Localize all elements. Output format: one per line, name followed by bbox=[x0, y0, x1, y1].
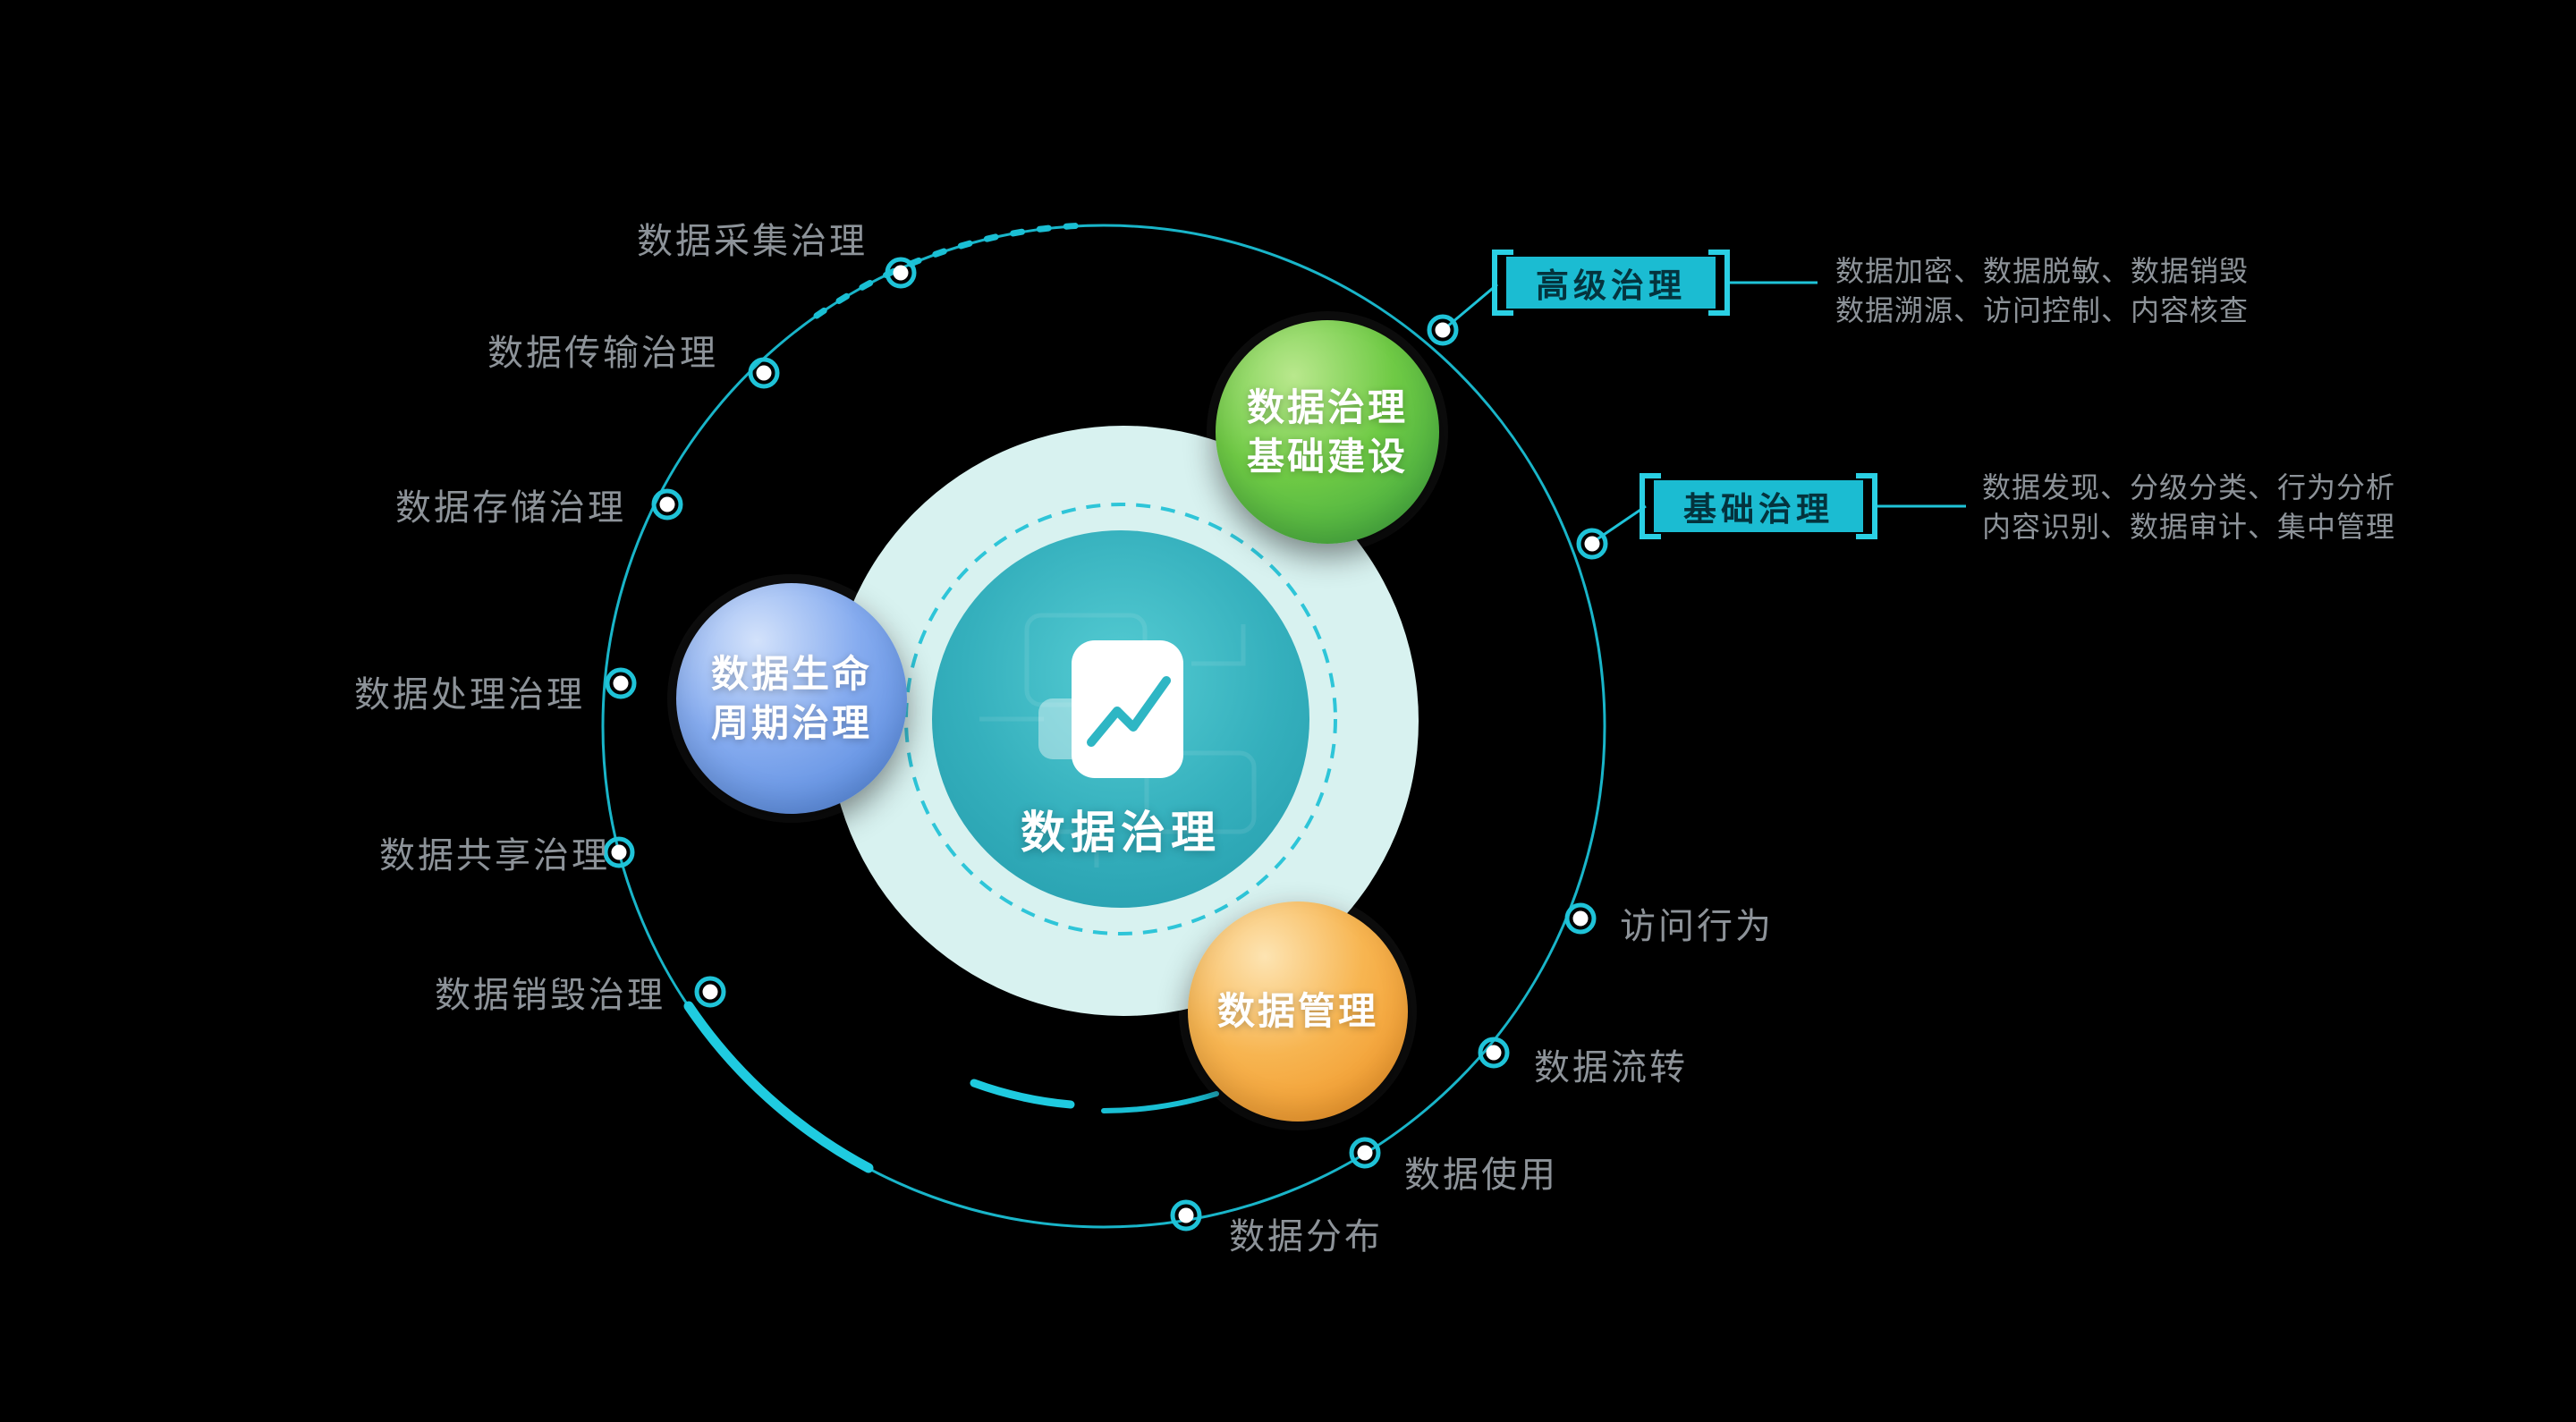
inner-arc-1 bbox=[970, 1079, 1075, 1109]
callout-advanced-label: 高级治理 bbox=[1506, 257, 1716, 309]
bubble-lifecycle-line1: 数据生命 bbox=[710, 652, 872, 695]
bubble-lifecycle-line2: 周期治理 bbox=[710, 702, 872, 744]
outer-ring-arc bbox=[683, 1001, 874, 1173]
node-dot bbox=[603, 836, 635, 868]
orbit-label-access: 访问行为 bbox=[1620, 907, 1774, 946]
node-dot bbox=[885, 257, 917, 289]
node-dot bbox=[694, 976, 726, 1008]
bubble-management: 数据管理 bbox=[1188, 901, 1408, 1122]
bubble-management-line1: 数据管理 bbox=[1216, 990, 1378, 1033]
callout-box-basic: 基础治理 bbox=[1640, 473, 1877, 539]
orbit-label-destruction: 数据销毁治理 bbox=[435, 976, 665, 1015]
orbit-label-transmission: 数据传输治理 bbox=[487, 334, 718, 373]
callout-box-advanced: 高级治理 bbox=[1492, 250, 1730, 316]
callout-basic-label: 基础治理 bbox=[1654, 480, 1863, 532]
bubble-infrastructure-line1: 数据治理 bbox=[1246, 385, 1408, 428]
node-dot bbox=[1349, 1137, 1381, 1169]
node-dot bbox=[748, 357, 780, 389]
callout-advanced-desc-line1: 数据加密、数据脱敏、数据销毁 bbox=[1835, 255, 2250, 287]
outer-ring bbox=[601, 224, 1606, 1229]
node-dot bbox=[1478, 1037, 1510, 1069]
dashed-ring bbox=[904, 503, 1337, 935]
bracket-left-icon bbox=[1640, 473, 1661, 539]
node-dot bbox=[651, 488, 683, 521]
outer-ring-dashes bbox=[813, 222, 1089, 319]
bubble-infrastructure-line2: 基础建设 bbox=[1246, 436, 1408, 478]
node-dot bbox=[1576, 528, 1608, 560]
orbit-label-collection: 数据采集治理 bbox=[637, 222, 868, 261]
callout-basic-desc-line1: 数据发现、分级分类、行为分析 bbox=[1982, 471, 2396, 504]
node-dot bbox=[1170, 1199, 1202, 1232]
line-chart-document-icon bbox=[1038, 640, 1183, 778]
orbit-label-usage: 数据使用 bbox=[1404, 1155, 1558, 1195]
orbit-label-distribution: 数据分布 bbox=[1229, 1217, 1383, 1257]
node-dot bbox=[605, 667, 637, 699]
bubble-lifecycle: 数据生命 周期治理 bbox=[676, 583, 907, 814]
node-dot bbox=[1427, 314, 1459, 346]
node-dot bbox=[1564, 902, 1597, 935]
callout-advanced-desc: 数据加密、数据脱敏、数据销毁 数据溯源、访问控制、内容核查 bbox=[1835, 251, 2249, 330]
orbit-label-processing: 数据处理治理 bbox=[354, 675, 585, 715]
bracket-left-icon bbox=[1492, 250, 1513, 316]
orbit-label-storage: 数据存储治理 bbox=[395, 488, 626, 528]
center-title: 数据治理 bbox=[1021, 808, 1221, 858]
bracket-right-icon bbox=[1708, 250, 1730, 316]
callout-basic-desc-line2: 内容识别、数据审计、集中管理 bbox=[1982, 511, 2396, 543]
orbit-nodes bbox=[603, 257, 1608, 1232]
orbit-label-flow: 数据流转 bbox=[1534, 1048, 1688, 1088]
orbit-label-sharing: 数据共享治理 bbox=[379, 836, 610, 876]
inner-arc-2 bbox=[1101, 1091, 1219, 1113]
bubble-infrastructure: 数据治理 基础建设 bbox=[1216, 320, 1439, 544]
callout-advanced-desc-line2: 数据溯源、访问控制、内容核查 bbox=[1835, 294, 2250, 326]
bracket-right-icon bbox=[1856, 473, 1877, 539]
callout-basic-desc: 数据发现、分级分类、行为分析 内容识别、数据审计、集中管理 bbox=[1982, 468, 2395, 546]
